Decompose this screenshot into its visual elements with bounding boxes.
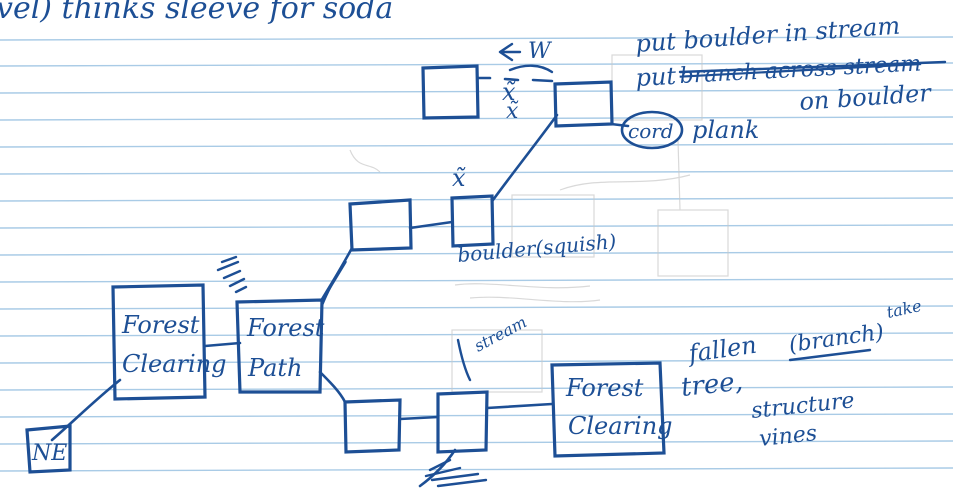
bottom-scribble — [424, 458, 488, 488]
note-fallen-branch: (branch) — [787, 320, 885, 358]
room-box-a — [348, 198, 413, 252]
room-top-right-box — [553, 80, 614, 128]
top-note: vel) thinks sleeve for soda — [0, 0, 393, 26]
note-plank: plank — [692, 116, 759, 144]
cross-mark-1: x̃ — [502, 78, 516, 106]
link-top-right-cord — [609, 122, 630, 128]
link-path-box-c — [318, 370, 347, 404]
room-ne-label: NE — [31, 441, 67, 466]
note-tree: tree, — [680, 367, 745, 403]
link-box-d-clearing — [485, 402, 554, 410]
cross-mark-2: x̃ — [506, 99, 519, 124]
note-boulder: boulder(squish) — [456, 229, 617, 267]
strike-line — [678, 60, 947, 74]
room-box-c — [343, 398, 402, 454]
direction-w: W — [528, 39, 553, 64]
branch-underline — [788, 348, 872, 362]
link-box-c-box-d — [398, 415, 440, 421]
note-line1: put boulder in stream — [634, 12, 900, 58]
note-line2-put: put — [635, 62, 677, 92]
w-arrow-icon — [498, 42, 554, 74]
room-clearing-1-label-line2: Clearing — [122, 350, 227, 378]
box-a-thick-edge — [320, 260, 347, 302]
path-scribble — [216, 255, 248, 294]
connections — [50, 76, 630, 488]
room-path-label-line1: Forest — [246, 314, 325, 342]
room-ne-box — [25, 424, 72, 474]
room-box-d — [436, 390, 489, 454]
cross-mark-3: x̃ — [452, 164, 466, 192]
link-box-d-down — [418, 448, 457, 488]
cord-circle — [620, 110, 684, 150]
link-ne-clearing — [50, 378, 122, 442]
note-structure: structure — [750, 388, 856, 424]
note-take: take — [885, 296, 923, 322]
room-boxes — [25, 64, 666, 474]
note-vines: vines — [758, 421, 818, 452]
room-top-left-box — [421, 64, 480, 120]
link-box-b-top-right — [491, 113, 559, 202]
room-clearing-2-label-line1: Forest — [565, 374, 644, 402]
room-clearing-1-box — [111, 283, 207, 401]
room-clearing-1-label-line1: Forest — [121, 311, 200, 339]
note-cord: cord — [628, 119, 674, 143]
room-path-box — [235, 298, 324, 394]
link-box-a-box-b — [408, 220, 454, 230]
bleed-through-marks — [349, 54, 729, 393]
scribbles — [216, 255, 488, 488]
stream-curve — [456, 338, 472, 382]
link-top-left-top-right — [476, 76, 554, 83]
note-fallen: fallen — [685, 331, 758, 368]
link-clearing-path — [203, 341, 242, 348]
room-box-b — [450, 194, 495, 248]
room-clearing-2-box — [550, 361, 666, 458]
room-path-label-line2: Path — [247, 354, 302, 382]
note-line3: on boulder — [798, 79, 933, 116]
room-clearing-2-label-line2: Clearing — [568, 412, 673, 440]
